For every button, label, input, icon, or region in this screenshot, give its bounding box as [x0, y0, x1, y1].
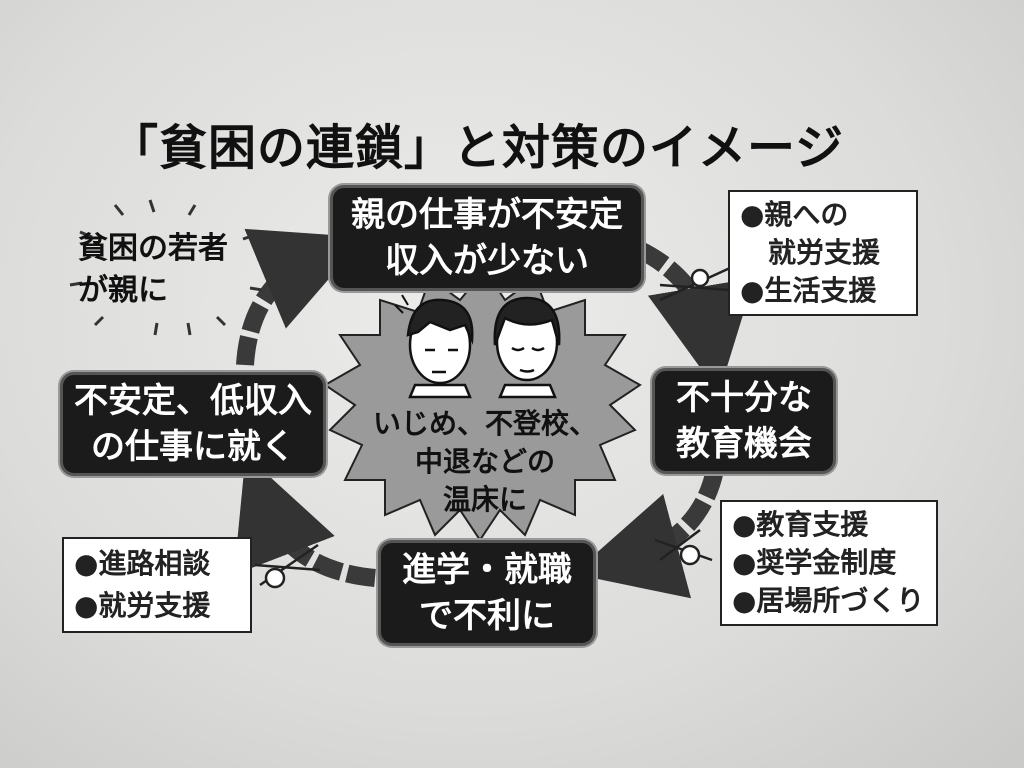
cycle-step-text: で不利に: [419, 596, 555, 636]
support-item: ●教育支援: [732, 508, 869, 541]
cycle-step-unstable-job: 不安定、低収入 の仕事に就く: [60, 372, 326, 476]
support-item: 就労支援: [740, 236, 881, 269]
cycle-step-text: 親の仕事が不安定: [351, 195, 623, 235]
youth-line: 貧困の若者: [78, 231, 228, 266]
scissors-icon: [254, 266, 731, 589]
sweat-marks: [394, 294, 409, 314]
youth-become-parents-text: 貧困の若者 が親に: [78, 228, 228, 312]
support-item: ●親への: [740, 198, 849, 231]
boy-face-icon: [406, 298, 474, 399]
page-title: 「貧困の連鎖」と対策のイメージ: [110, 120, 845, 176]
center-burst-text: いじめ、不登校、 中退などの 温床に: [373, 405, 597, 519]
support-item: ●生活支援: [740, 274, 877, 307]
cycle-step-disadvantage: 進学・就職 で不利に: [378, 540, 596, 646]
cycle-step-education: 不十分な 教育機会: [652, 368, 836, 474]
support-box-education: ●教育支援 ●奨学金制度 ●居場所づくり: [720, 500, 938, 626]
cycle-step-parent-work: 親の仕事が不安定 収入が少ない: [330, 185, 644, 291]
cycle-step-text: 不安定、低収入: [74, 381, 312, 421]
support-item: ●居場所づくり: [732, 584, 925, 617]
cycle-step-text: 進学・就職: [402, 550, 572, 590]
arrow-right-to-bottom: [572, 467, 724, 599]
center-line: 中退などの: [414, 445, 555, 478]
youth-line: が親に: [78, 273, 168, 308]
cycle-step-text: 不十分な: [676, 378, 812, 418]
support-item: ●進路相談: [74, 547, 211, 580]
support-item: ●就労支援: [74, 589, 211, 622]
support-box-career: ●進路相談 ●就労支援: [62, 537, 252, 633]
burst-rays-decoration: [69, 199, 263, 336]
cycle-step-text: の仕事に就く: [91, 427, 295, 467]
arrow-bottom-to-left: [234, 454, 376, 587]
arrow-top-to-right: [635, 241, 755, 394]
center-line: 温床に: [442, 483, 527, 516]
cycle-step-text: 収入が少ない: [385, 241, 589, 281]
girl-face-icon: [493, 296, 561, 399]
center-line: いじめ、不登校、: [372, 407, 597, 440]
arrow-left-to-top: [236, 228, 365, 366]
support-box-parents: ●親への 就労支援 ●生活支援: [728, 190, 918, 316]
support-item: ●奨学金制度: [732, 546, 897, 579]
cycle-step-text: 教育機会: [676, 424, 812, 464]
